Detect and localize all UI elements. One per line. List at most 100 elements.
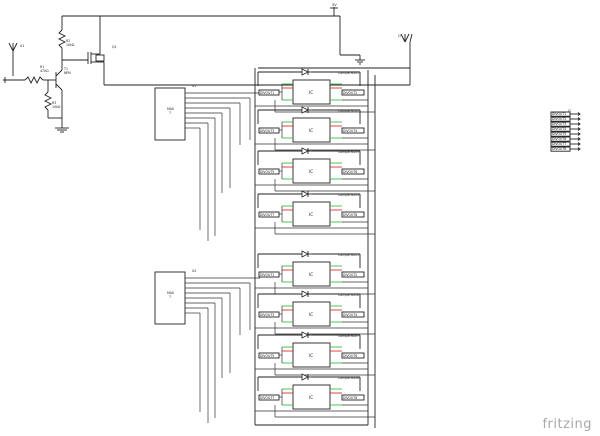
svg-text:DIVOUT2: DIVOUT2 (343, 273, 357, 277)
net-label-in (258, 271, 280, 278)
svg-text:DIVOUT4: DIVOUT4 (552, 127, 566, 131)
svg-text:10kΩ: 10kΩ (52, 105, 61, 109)
connector-pin: DIVOUT4 (550, 126, 581, 132)
svg-text:R3: R3 (52, 101, 56, 105)
svg-text:7: 7 (169, 295, 171, 299)
svg-text:DIVOUT1: DIVOUT1 (260, 273, 274, 277)
driver-header: Comparator3 (338, 150, 359, 154)
svg-text:DIVOUT6: DIVOUT6 (343, 354, 357, 358)
svg-text:DIVOUT1: DIVOUT1 (260, 91, 274, 95)
driver-chip-label: IC (309, 169, 313, 174)
svg-text:U1: U1 (20, 44, 24, 48)
svg-text:DIVOUT8: DIVOUT8 (552, 147, 566, 151)
diode-icon (301, 290, 309, 298)
net-label-out (341, 127, 365, 134)
net-label-in (258, 168, 280, 175)
svg-text:Q1: Q1 (112, 45, 117, 49)
driver-chip-label: IC (309, 312, 313, 317)
driver-buses (254, 68, 376, 428)
diode-icon (301, 250, 309, 258)
driver-header: Comparator8 (338, 376, 359, 380)
connector-pin: DIVOUT3 (550, 121, 581, 127)
driver-header: Comparator6 (338, 293, 359, 297)
driver-header: Comparator2 (338, 109, 359, 113)
net-label-in (258, 211, 280, 218)
svg-text:DIVOUT6: DIVOUT6 (343, 170, 357, 174)
connector-pin: DIVOUT1 (550, 111, 581, 117)
driver-chip-label: IC (309, 128, 313, 133)
net-label-in (258, 89, 280, 96)
svg-text:MAX: MAX (167, 291, 175, 295)
net-label-out (341, 89, 365, 96)
svg-text:DIVOUT3: DIVOUT3 (552, 122, 566, 126)
fritzing-logo: fritzing (542, 417, 592, 432)
antenna-right: J1 (397, 33, 413, 43)
ic-u1: U1 MAX 7 (154, 84, 196, 141)
power-rail: 5V (61, 3, 411, 86)
svg-text:R2: R2 (66, 39, 70, 43)
ground-symbol (355, 55, 365, 65)
svg-text:DIVOUT7: DIVOUT7 (260, 213, 274, 217)
net-label-out (341, 352, 365, 359)
svg-text:DIVOUT2: DIVOUT2 (343, 91, 357, 95)
svg-text:DIVOUT2: DIVOUT2 (552, 117, 566, 121)
net-label-in (258, 394, 280, 401)
svg-text:U1: U1 (192, 84, 196, 88)
svg-text:DIVOUT6: DIVOUT6 (552, 137, 566, 141)
antenna-left: U1 (8, 42, 24, 76)
connector-pin: DIVOUT8 (550, 146, 581, 152)
svg-text:J2: J2 (567, 109, 571, 113)
driver-chip (292, 201, 331, 227)
driver-chip (292, 158, 331, 184)
diode-icon (301, 190, 309, 198)
driver-chip (292, 117, 331, 143)
svg-text:MAX: MAX (167, 107, 175, 111)
connector-pin: DIVOUT2 (550, 116, 581, 122)
net-label-out (341, 211, 365, 218)
net-label-in (258, 311, 280, 318)
diode-icon (301, 106, 309, 114)
net-label-out (341, 311, 365, 318)
diode-icon (301, 68, 309, 76)
svg-text:DIVOUT8: DIVOUT8 (343, 396, 357, 400)
transistor-section: R1 470Ω T1 NPN R2 10kΩ R3 10kΩ (3, 29, 117, 133)
connector-pin: DIVOUT5 (550, 131, 581, 137)
svg-text:R1: R1 (40, 65, 44, 69)
svg-text:DIVOUT3: DIVOUT3 (260, 313, 274, 317)
net-label-in (258, 352, 280, 359)
svg-text:DIVOUT8: DIVOUT8 (343, 213, 357, 217)
diode-icon (301, 373, 309, 381)
diode-icon (301, 331, 309, 339)
net-label-out (341, 168, 365, 175)
driver-header: Comparator4 (338, 193, 359, 197)
svg-text:T1: T1 (63, 67, 68, 71)
connector-pin: DIVOUT7 (550, 141, 581, 147)
diode-icon (301, 147, 309, 155)
svg-text:J1: J1 (397, 34, 401, 38)
driver-chip-label: IC (309, 90, 313, 95)
svg-text:DIVOUT5: DIVOUT5 (260, 170, 274, 174)
svg-text:DIVOUT5: DIVOUT5 (260, 354, 274, 358)
svg-text:10kΩ: 10kΩ (66, 43, 75, 47)
svg-text:DIVOUT5: DIVOUT5 (552, 132, 566, 136)
svg-text:7: 7 (169, 111, 171, 115)
ic-u2: U2 MAX 7 (154, 269, 196, 325)
svg-text:DIVOUT7: DIVOUT7 (552, 142, 566, 146)
net-label-out (341, 394, 365, 401)
ic-leads (185, 92, 261, 423)
svg-text:DIVOUT1: DIVOUT1 (552, 112, 566, 116)
svg-text:470Ω: 470Ω (40, 69, 49, 73)
svg-text:DIVOUT4: DIVOUT4 (343, 313, 357, 317)
driver-header: Comparator1 (338, 71, 359, 75)
connector-pin: DIVOUT6 (550, 136, 581, 142)
driver-header: Comparator7 (338, 334, 359, 338)
